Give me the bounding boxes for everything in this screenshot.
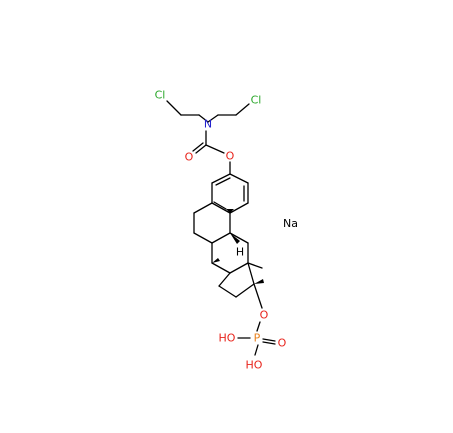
atom-labels: Cl Cl N O O O P HO HO O H [155, 89, 287, 372]
phosphate-ester-oxygen-label: O [260, 309, 269, 322]
carbonyl-oxygen-label: O [185, 151, 194, 164]
ester-oxygen-label: O [226, 150, 235, 163]
stereo-hydrogen-label: H [236, 246, 244, 259]
phosphate-hydroxyl-2-label: HO [246, 359, 263, 372]
sodium-counterion-label: Na [283, 217, 298, 230]
stereo-wedges [212, 209, 264, 284]
nitrogen-label: N [204, 118, 212, 131]
chlorine-left-label: Cl [155, 89, 166, 102]
phosphorus-label: P [254, 332, 261, 345]
chlorine-right-label: Cl [251, 94, 262, 107]
phosphate-oxo-label: O [278, 337, 287, 350]
bonds [166, 100, 276, 356]
phosphate-hydroxyl-1-label: HO [219, 332, 236, 345]
